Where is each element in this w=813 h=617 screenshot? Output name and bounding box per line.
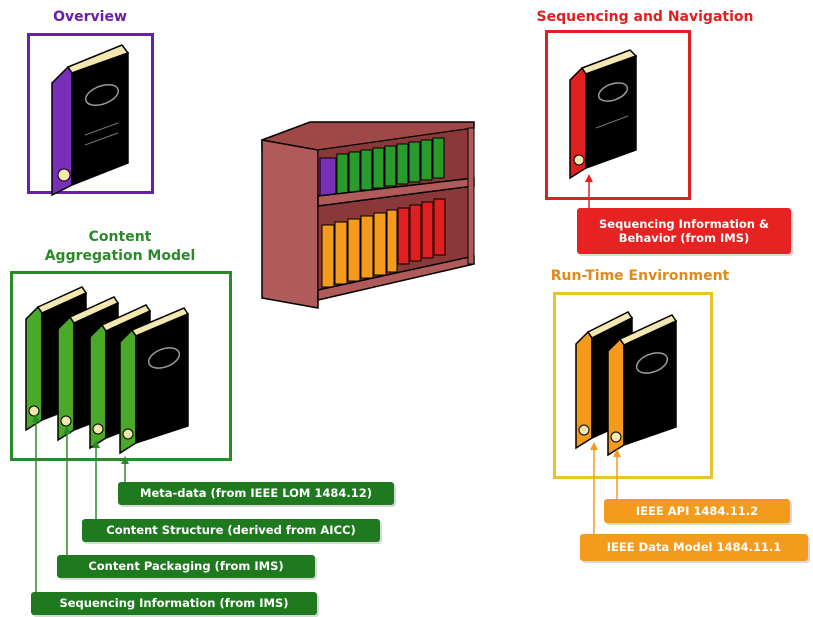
rte-title: Run-Time Environment — [550, 268, 730, 284]
cam-title: Content Aggregation Model — [0, 228, 240, 266]
rte-connectors — [593, 448, 618, 536]
overview-frame — [27, 33, 154, 194]
seq-book-icon — [569, 49, 638, 180]
cam-connectors — [35, 420, 126, 603]
overview-title: Overview — [53, 9, 127, 25]
rte-arrowheads — [590, 442, 621, 457]
cam-title-line1: Content — [88, 229, 152, 245]
seq-label: Sequencing Information & Behavior (from … — [577, 208, 791, 254]
cam-label-content-structure: Content Structure (derived from AICC) — [82, 519, 380, 542]
seq-label-line2: Behavior (from IMS) — [618, 231, 750, 245]
rte-label-data-model: IEEE Data Model 1484.11.1 — [580, 534, 808, 561]
cam-label-sequencing-info: Sequencing Information (from IMS) — [31, 592, 317, 615]
seq-label-line1: Sequencing Information & — [598, 216, 769, 231]
overview-book-icon — [51, 44, 130, 197]
cam-title-line2: Aggregation Model — [44, 248, 196, 264]
bookshelf-icon — [261, 121, 475, 309]
cam-label-metadata: Meta-data (from IEEE LOM 1484.12) — [118, 482, 394, 505]
rte-label-api: IEEE API 1484.11.2 — [604, 499, 790, 523]
seq-title: Sequencing and Navigation — [536, 9, 754, 25]
rte-books-icon — [575, 311, 678, 457]
seq-frame — [545, 30, 691, 200]
cam-label-content-packaging: Content Packaging (from IMS) — [57, 555, 315, 578]
cam-books-icon — [25, 286, 190, 455]
cam-frame — [10, 271, 232, 461]
seq-connector — [585, 174, 593, 210]
rte-frame — [553, 292, 713, 479]
cam-arrowheads — [32, 414, 129, 464]
